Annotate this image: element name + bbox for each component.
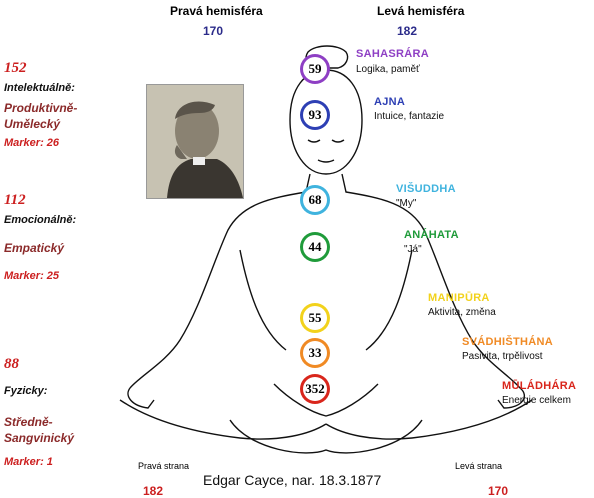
sahasrara-name: SAHASRÁRA — [356, 48, 429, 60]
right-hemisphere-value: 170 — [203, 24, 224, 38]
emotion-type: Empatický — [4, 241, 65, 255]
svadhisthana-desc: Pasivita, trpělivost — [462, 351, 543, 362]
manipura-desc: Aktivita, změna — [428, 307, 496, 318]
portrait-photo — [146, 84, 244, 199]
intellect-category: Intelektuálně: — [4, 82, 75, 94]
left-hemisphere-value: 182 — [397, 24, 418, 38]
muladhara-desc: Energie celkem — [502, 395, 571, 406]
chakra-anahata: 44 — [300, 232, 330, 262]
photo-caption: Edgar Cayce, nar. 18.3.1877 — [203, 472, 382, 488]
physical-type: Středně-Sangvinický — [4, 415, 75, 445]
ajna-desc: Intuice, fantazie — [374, 111, 445, 122]
anahata-name: ANÁHATA — [404, 229, 459, 241]
chakra-svadhisthana: 33 — [300, 338, 330, 368]
left-side-value: 170 — [488, 484, 509, 498]
right-hemisphere-label: Pravá hemisféra — [170, 4, 263, 18]
meditating-figure-drawing — [119, 45, 533, 454]
chakra-visuddha: 68 — [300, 185, 330, 215]
right-side-value: 182 — [143, 484, 164, 498]
muladhara-name: MŪLÁDHÁRA — [502, 380, 577, 392]
ajna-name: AJNA — [374, 96, 406, 108]
emotion-category: Emocionálně: — [4, 214, 77, 226]
visuddha-name: VIŠUDDHA — [396, 183, 456, 195]
physical-number: 88 — [4, 356, 19, 372]
chakra-muladhara: 352 — [300, 374, 330, 404]
physical-category: Fyzicky: — [4, 385, 48, 397]
chakra-sahasrara: 59 — [300, 54, 330, 84]
right-side-label: Pravá strana — [138, 461, 190, 471]
emotion-marker: Marker: 25 — [4, 270, 60, 282]
emotion-number: 112 — [4, 192, 26, 208]
anahata-desc: "Já" — [404, 244, 422, 255]
sahasrara-desc: Logika, paměť — [356, 64, 420, 75]
left-side-label: Levá strana — [455, 461, 503, 471]
manipura-name: MANIPŪRA — [428, 292, 490, 304]
physical-marker: Marker: 1 — [4, 456, 53, 468]
left-hemisphere-label: Levá hemisféra — [377, 4, 465, 18]
intellect-number: 152 — [4, 60, 27, 76]
intellect-type: Produktivně-Umělecký — [4, 101, 78, 131]
visuddha-desc: "My" — [396, 198, 417, 209]
chakra-ajna: 93 — [300, 100, 330, 130]
chakra-manipura: 55 — [300, 303, 330, 333]
intellect-marker: Marker: 26 — [4, 137, 60, 149]
svadhisthana-name: SVÁDHIŠTHÁNA — [462, 336, 553, 348]
